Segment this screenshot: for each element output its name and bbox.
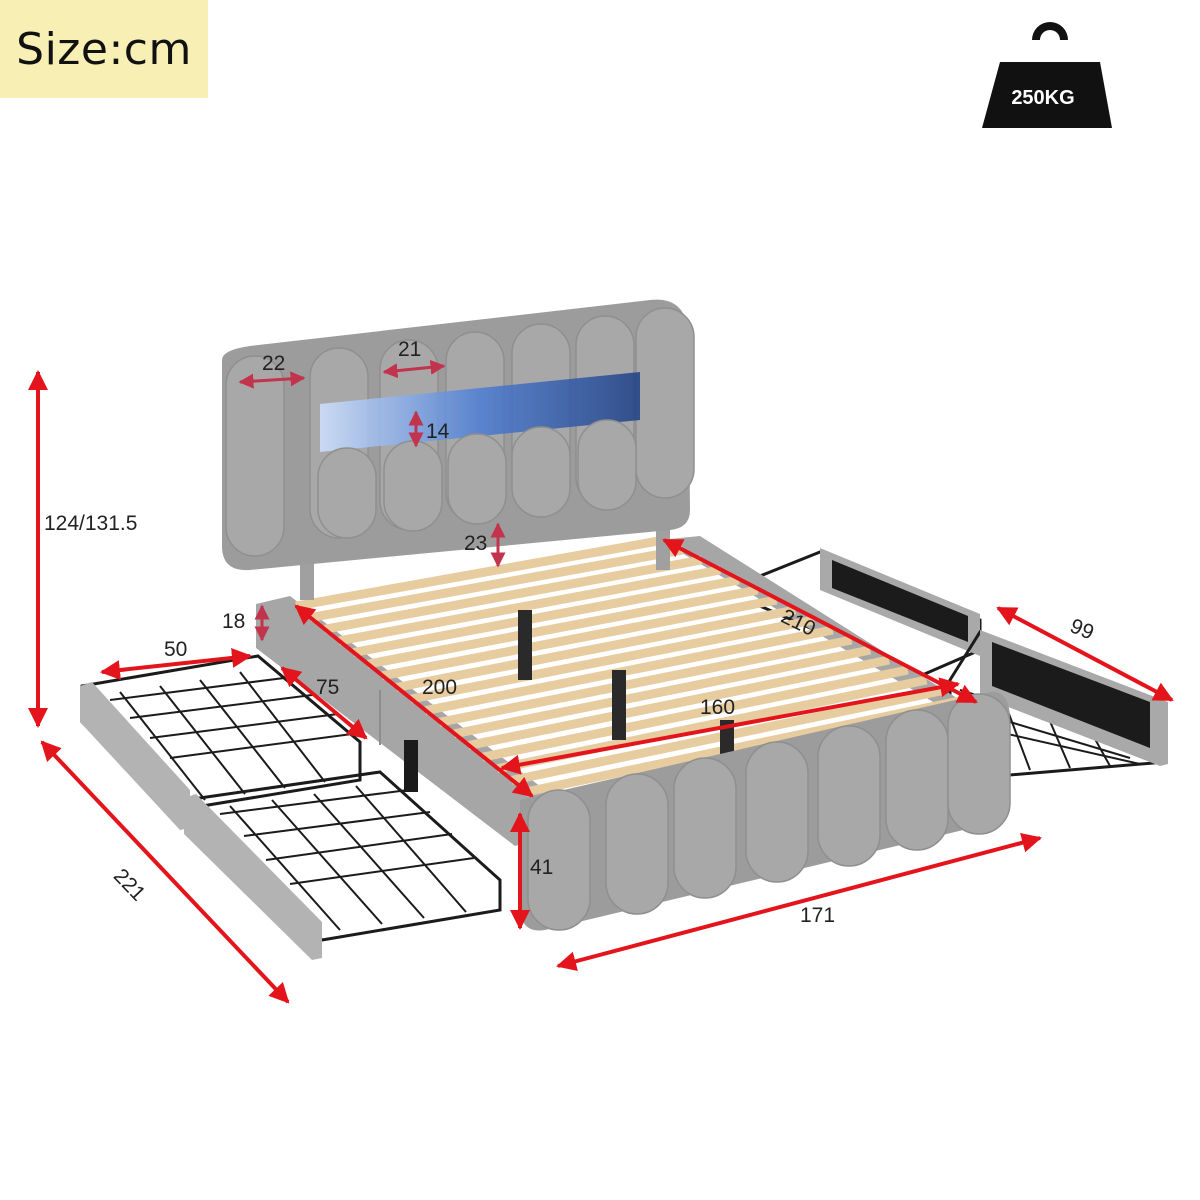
mattress-length-label: 200: [422, 676, 457, 699]
headboard-lower-pillow: [383, 440, 443, 532]
headboard-lower-pillow: [577, 419, 637, 511]
weight-label: 250KG: [1011, 87, 1074, 109]
mattress-width-label: 160: [700, 696, 735, 719]
drawer-width-arrow: [100, 647, 252, 681]
drawer-width-label: 50: [164, 638, 187, 661]
drawer-pulled-arrow: [996, 606, 1174, 702]
overall-length-arrow: [662, 538, 978, 704]
headboard-lower-pillow: [317, 447, 377, 539]
headboard: [222, 299, 695, 600]
headboard-lower-pillow: [447, 433, 507, 525]
footboard-pillow: [885, 709, 949, 851]
headboard-gap-label: 23: [464, 532, 487, 555]
footboard-height-label: 41: [530, 856, 553, 879]
footboard-pillow: [947, 693, 1011, 835]
rail-height-label: 18: [222, 610, 245, 633]
footboard-pillow: [605, 773, 669, 915]
headboard-pillow: [635, 307, 695, 499]
footboard-pillow: [745, 741, 809, 883]
pillow-inner-width-label: 21: [398, 338, 421, 361]
size-unit-text: Size:cm: [16, 23, 192, 75]
pillow-outer-width-arrow: [238, 371, 306, 389]
headboard-lower-pillow: [511, 426, 571, 518]
footboard-pillow: [817, 725, 881, 867]
mattress-length-arrow: [294, 604, 534, 798]
pillow-outer-width-label: 22: [262, 352, 285, 375]
weight-icon: 250KG: [982, 22, 1112, 128]
overall-width-label: 171: [800, 904, 835, 927]
footboard-pillow: [673, 757, 737, 899]
pillow-inner-width-arrow: [382, 359, 446, 379]
drawer-pulled-label: 99: [1067, 614, 1097, 644]
light-strip-height-label: 14: [426, 420, 450, 443]
headboard-pillow: [225, 355, 285, 557]
slat: [295, 535, 665, 611]
total-height-label: 124/131.5: [44, 512, 137, 535]
overall-depth-arrow: [40, 740, 290, 1004]
size-unit-label: Size:cm: [0, 0, 208, 98]
drawer-depth-label: 75: [316, 676, 339, 699]
overall-depth-label: 221: [109, 864, 150, 905]
overall-width-arrow: [556, 832, 1042, 972]
